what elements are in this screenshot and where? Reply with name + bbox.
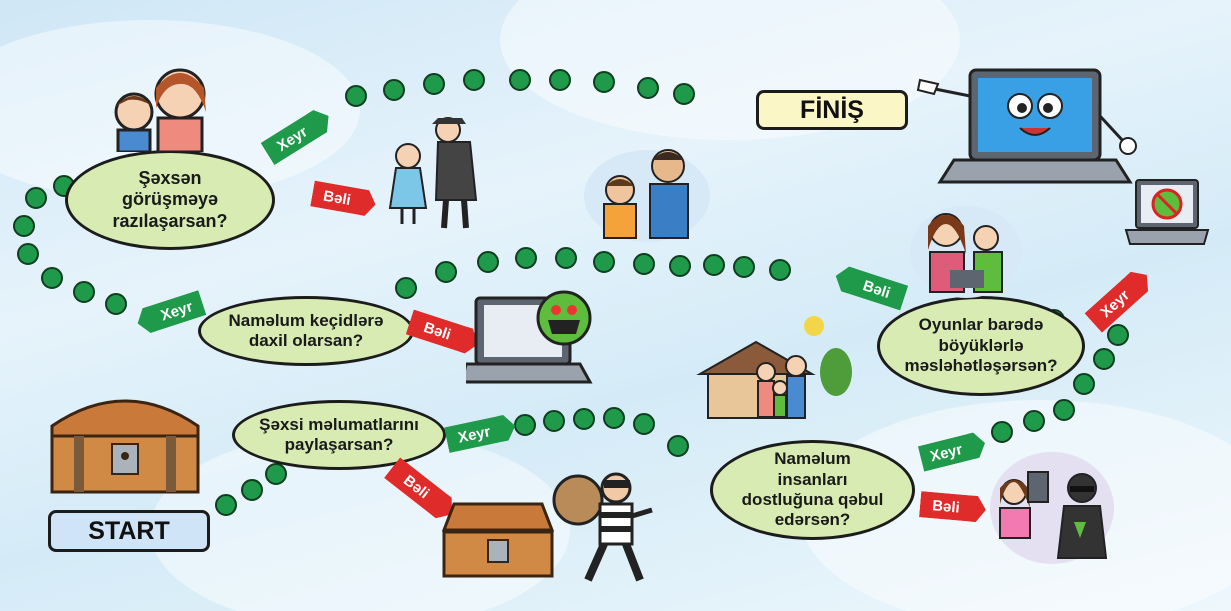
question-bubble-meet-in-person: Şəxsən görüşməyə razılaşarsan? bbox=[65, 150, 275, 250]
hacker-illustration bbox=[990, 452, 1114, 564]
path-dot bbox=[1053, 399, 1075, 421]
open-chest-illustration bbox=[441, 502, 555, 578]
path-dot bbox=[383, 79, 405, 101]
mother-child-illustration bbox=[114, 68, 206, 152]
path-dot bbox=[633, 253, 655, 275]
yes-arrow: Bəli bbox=[310, 181, 378, 218]
path-dot bbox=[105, 293, 127, 315]
path-dot bbox=[423, 73, 445, 95]
arrow-label: Xeyr bbox=[158, 297, 195, 324]
question-text: Şəxsi məlumatlarını paylaşarsan? bbox=[259, 414, 419, 454]
arrow-label: Bəli bbox=[931, 496, 961, 517]
path-dot bbox=[991, 421, 1013, 443]
path-dot bbox=[395, 277, 417, 299]
path-dot bbox=[673, 83, 695, 105]
path-dot bbox=[435, 261, 457, 283]
path-dot bbox=[555, 247, 577, 269]
path-dot bbox=[515, 247, 537, 269]
question-bubble-share-info: Şəxsi məlumatlarını paylaşarsan? bbox=[232, 400, 446, 470]
path-dot bbox=[603, 407, 625, 429]
path-dot bbox=[13, 215, 35, 237]
path-dot bbox=[1073, 373, 1095, 395]
path-dot bbox=[514, 414, 536, 436]
path-dot bbox=[593, 71, 615, 93]
finish-box: FİNİŞ bbox=[756, 90, 908, 130]
arrow-label: Xeyr bbox=[456, 422, 492, 447]
path-dot bbox=[1107, 324, 1129, 346]
yes-arrow-back: Bəli bbox=[832, 264, 909, 311]
treasure-chest-illustration bbox=[50, 399, 200, 494]
arrow-label: Bəli bbox=[860, 276, 893, 302]
path-dot bbox=[41, 267, 63, 289]
path-dot bbox=[549, 69, 571, 91]
path-dot bbox=[667, 435, 689, 457]
path-dot bbox=[215, 494, 237, 516]
path-dot bbox=[463, 69, 485, 91]
path-dot bbox=[733, 256, 755, 278]
path-dot bbox=[509, 69, 531, 91]
path-dot bbox=[73, 281, 95, 303]
family-house-illustration bbox=[696, 316, 852, 419]
arrow-label: Bəli bbox=[322, 187, 353, 209]
thief-illustration bbox=[552, 472, 653, 582]
mother-son-laptop-illustration bbox=[910, 206, 1022, 298]
path-dot bbox=[593, 251, 615, 273]
father-son-illustration bbox=[584, 149, 710, 242]
no-arrow: Xeyr bbox=[444, 413, 518, 453]
path-dot bbox=[543, 410, 565, 432]
path-dot bbox=[573, 408, 595, 430]
path-dot bbox=[25, 187, 47, 209]
path-dot bbox=[241, 479, 263, 501]
path-dot bbox=[477, 251, 499, 273]
question-bubble-consult-adults: Oyunlar barədə böyüklərlə məsləhətləşərs… bbox=[877, 296, 1085, 396]
no-arrow: Xeyr bbox=[1085, 265, 1156, 332]
path-dot bbox=[1093, 348, 1115, 370]
question-text: Oyunlar barədə böyüklərlə məsləhətləşərs… bbox=[904, 315, 1058, 376]
no-arrow: Xeyr bbox=[134, 290, 207, 336]
start-box: START bbox=[48, 510, 210, 552]
path-dot bbox=[633, 413, 655, 435]
question-bubble-unknown-links: Naməlum keçidlərə daxil olarsan? bbox=[198, 296, 414, 366]
path-dot bbox=[769, 259, 791, 281]
arrow-label: Xeyr bbox=[1097, 286, 1133, 321]
question-text: Naməlum insanları dostluğuna qəbul edərs… bbox=[741, 449, 884, 530]
path-dot bbox=[703, 254, 725, 276]
path-dot bbox=[669, 255, 691, 277]
blocked-laptop-illustration bbox=[1124, 179, 1210, 245]
path-dot bbox=[1023, 410, 1045, 432]
question-text: Naməlum keçidlərə daxil olarsan? bbox=[228, 310, 384, 350]
path-dot bbox=[265, 463, 287, 485]
arrow-label: Bəli bbox=[421, 318, 454, 344]
path-dot bbox=[17, 243, 39, 265]
question-text: Şəxsən görüşməyə razılaşarsan? bbox=[112, 167, 228, 231]
path-dot bbox=[637, 77, 659, 99]
laptop-mascot-illustration bbox=[916, 68, 1137, 184]
laptop-virus-illustration bbox=[466, 290, 593, 384]
question-bubble-accept-strangers: Naməlum insanları dostluğuna qəbul edərs… bbox=[710, 440, 915, 540]
stranger-danger-illustration bbox=[388, 117, 478, 229]
path-dot bbox=[345, 85, 367, 107]
